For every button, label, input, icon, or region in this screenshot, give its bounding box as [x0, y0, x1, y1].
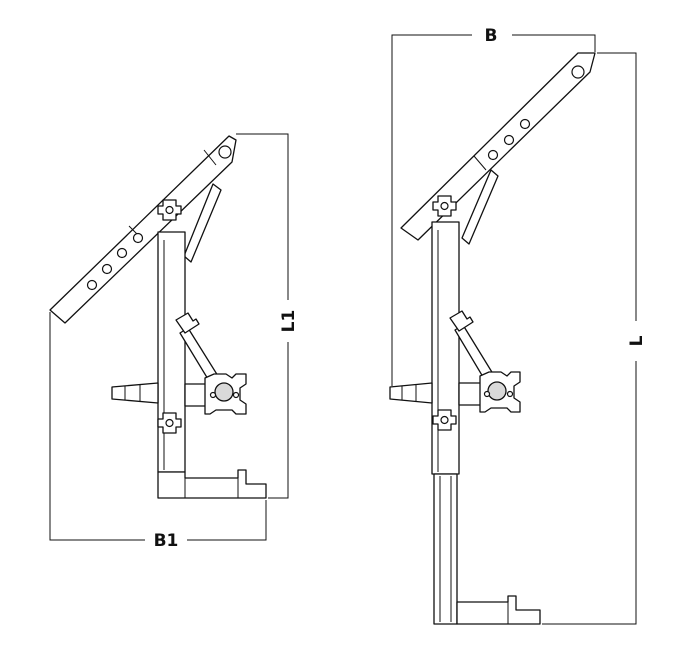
adjustment-hole	[132, 232, 144, 244]
base-foot	[157, 469, 267, 499]
pivot-hole	[218, 145, 232, 159]
adjustment-hole	[487, 149, 499, 161]
side-spindle	[111, 382, 159, 404]
arm-joint-line	[203, 149, 217, 166]
adjustment-hole	[86, 279, 98, 291]
jaw-ball	[214, 382, 234, 402]
extended-view: B L	[389, 24, 648, 625]
label-mask	[145, 529, 187, 551]
adjustment-hole	[503, 134, 515, 146]
extension-tube	[433, 473, 458, 625]
main-post	[157, 231, 186, 473]
pivot-hole	[571, 65, 585, 79]
jaw-pin	[209, 391, 217, 399]
dimension-line-l	[542, 52, 637, 625]
hinge-block	[184, 383, 208, 407]
support-strut	[461, 169, 499, 245]
adjustment-hole	[116, 247, 128, 259]
clamp-bolt-icon	[432, 195, 457, 217]
dimension-label-l1: L1	[279, 310, 299, 333]
clamp-bolt-icon	[157, 199, 182, 221]
label-mask	[626, 321, 648, 361]
dimension-label-b1: B1	[154, 531, 179, 551]
jaw-pin	[483, 390, 491, 398]
main-post	[431, 221, 460, 475]
label-mask	[472, 24, 512, 46]
jaw-ball	[487, 381, 507, 401]
hinge-block	[458, 382, 482, 406]
clamp-bolt-icon	[157, 412, 182, 434]
upper-arm	[400, 52, 596, 241]
dimension-label-l: L	[627, 335, 647, 346]
adjustment-hole	[101, 263, 113, 275]
rod-end-cap	[175, 312, 200, 334]
folded-view: L1 B1	[49, 133, 300, 551]
adjustment-hole	[519, 118, 531, 130]
jaw-pin	[232, 391, 240, 399]
label-mask	[278, 300, 300, 342]
clamp-bolt-icon	[432, 409, 457, 431]
rod-end-cap	[449, 310, 474, 332]
arm-joint-line	[473, 155, 487, 171]
side-spindle	[389, 382, 433, 404]
dimension-label-b: B	[485, 26, 498, 46]
base-foot	[456, 595, 541, 625]
jaw-pin	[506, 390, 514, 398]
upper-arm	[49, 135, 237, 324]
support-strut	[183, 183, 222, 263]
